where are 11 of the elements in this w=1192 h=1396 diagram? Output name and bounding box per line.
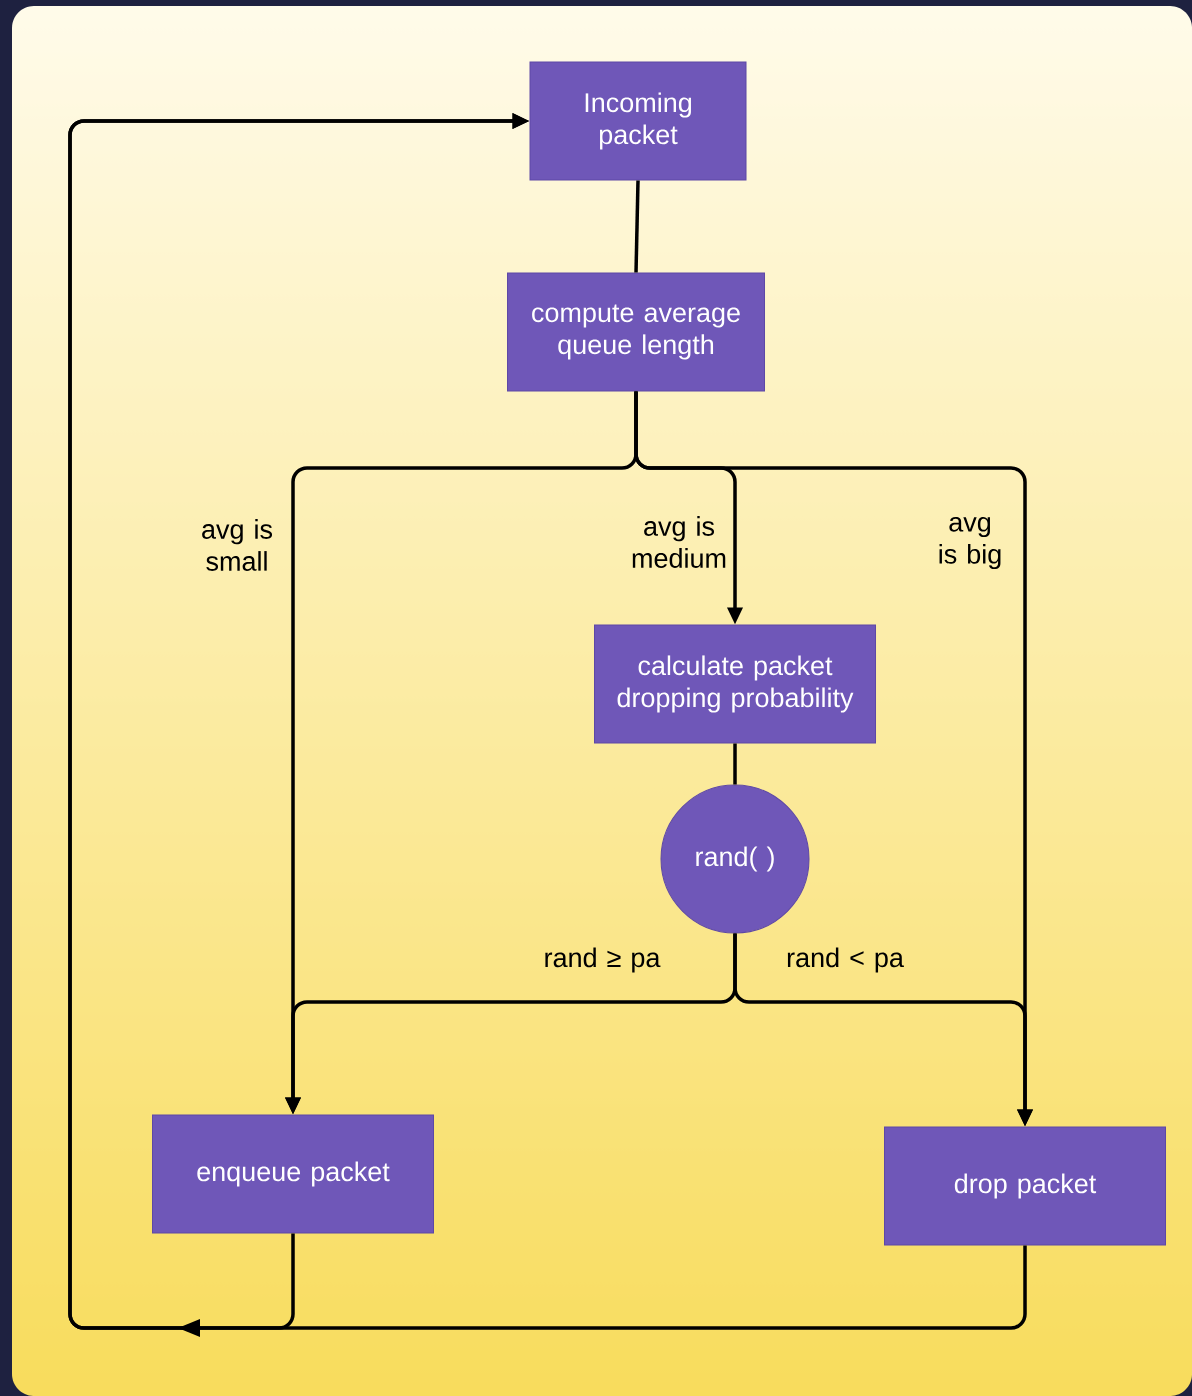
edge-label: avg is small bbox=[202, 519, 273, 571]
process-box: compute average queue length bbox=[507, 272, 765, 392]
process-box: Incoming packet bbox=[529, 61, 747, 181]
process-box: calculate packet dropping probability bbox=[594, 624, 876, 744]
edge-label: avg is medium bbox=[632, 516, 726, 568]
arrow bbox=[68, 112, 1027, 1337]
edge-label: avg is big bbox=[939, 516, 1001, 570]
process-box: enqueue packet bbox=[152, 1114, 434, 1234]
edge-label: rand < pa bbox=[787, 947, 904, 973]
process-box: drop packet bbox=[884, 1126, 1166, 1246]
edge-label: rand ≥ pa bbox=[545, 947, 661, 973]
